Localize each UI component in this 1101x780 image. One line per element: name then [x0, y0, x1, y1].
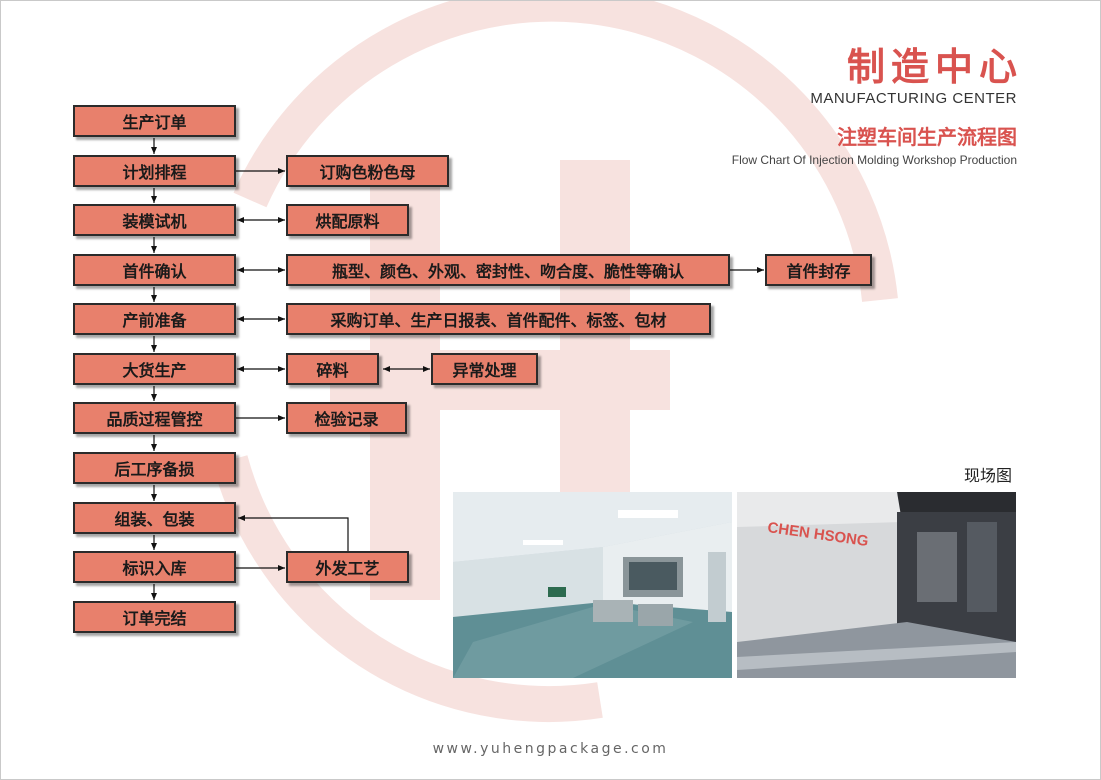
side-abnormal-handling: 异常处理 — [431, 353, 538, 385]
side-confirm-items: 瓶型、颜色、外观、密封性、吻合度、脆性等确认 — [286, 254, 730, 286]
injection-machine-photo: CHEN HSONG — [737, 492, 1016, 678]
step-production-order: 生产订单 — [73, 105, 236, 137]
step-planning-schedule: 计划排程 — [73, 155, 236, 187]
side-inspection-record: 检验记录 — [286, 402, 407, 434]
step-labeling-storage: 标识入库 — [73, 551, 236, 583]
page-subtitle-en: Flow Chart Of Injection Molding Workshop… — [731, 153, 1017, 167]
step-quality-control: 品质过程管控 — [73, 402, 236, 434]
workshop-photo — [453, 492, 732, 678]
page-subtitle: 注塑车间生产流程图 — [837, 125, 1017, 149]
step-post-process: 后工序备损 — [73, 452, 236, 484]
side-order-pigment: 订购色粉色母 — [286, 155, 449, 187]
step-assembly-packing: 组装、包装 — [73, 502, 236, 534]
header: 制造中心 MANUFACTURING CENTER 注塑车间生产流程图 Flow… — [732, 44, 1017, 168]
step-pre-production: 产前准备 — [73, 303, 236, 335]
step-mold-trial: 装模试机 — [73, 204, 236, 236]
footer-url: www.yuhengpackage.com — [432, 741, 669, 757]
side-outsourcing: 外发工艺 — [286, 551, 409, 583]
page-title: 制造中心 — [846, 45, 1023, 89]
step-order-complete: 订单完结 — [73, 601, 236, 633]
step-mass-production: 大货生产 — [73, 353, 236, 385]
side-dry-material: 烘配原料 — [286, 204, 409, 236]
side-first-seal: 首件封存 — [765, 254, 872, 286]
page-title-en: MANUFACTURING CENTER — [810, 90, 1017, 107]
site-photos-label: 现场图 — [964, 466, 1013, 485]
side-prep-items: 采购订单、生产日报表、首件配件、标签、包材 — [286, 303, 711, 335]
side-regrind: 碎料 — [286, 353, 379, 385]
step-first-article: 首件确认 — [73, 254, 236, 286]
